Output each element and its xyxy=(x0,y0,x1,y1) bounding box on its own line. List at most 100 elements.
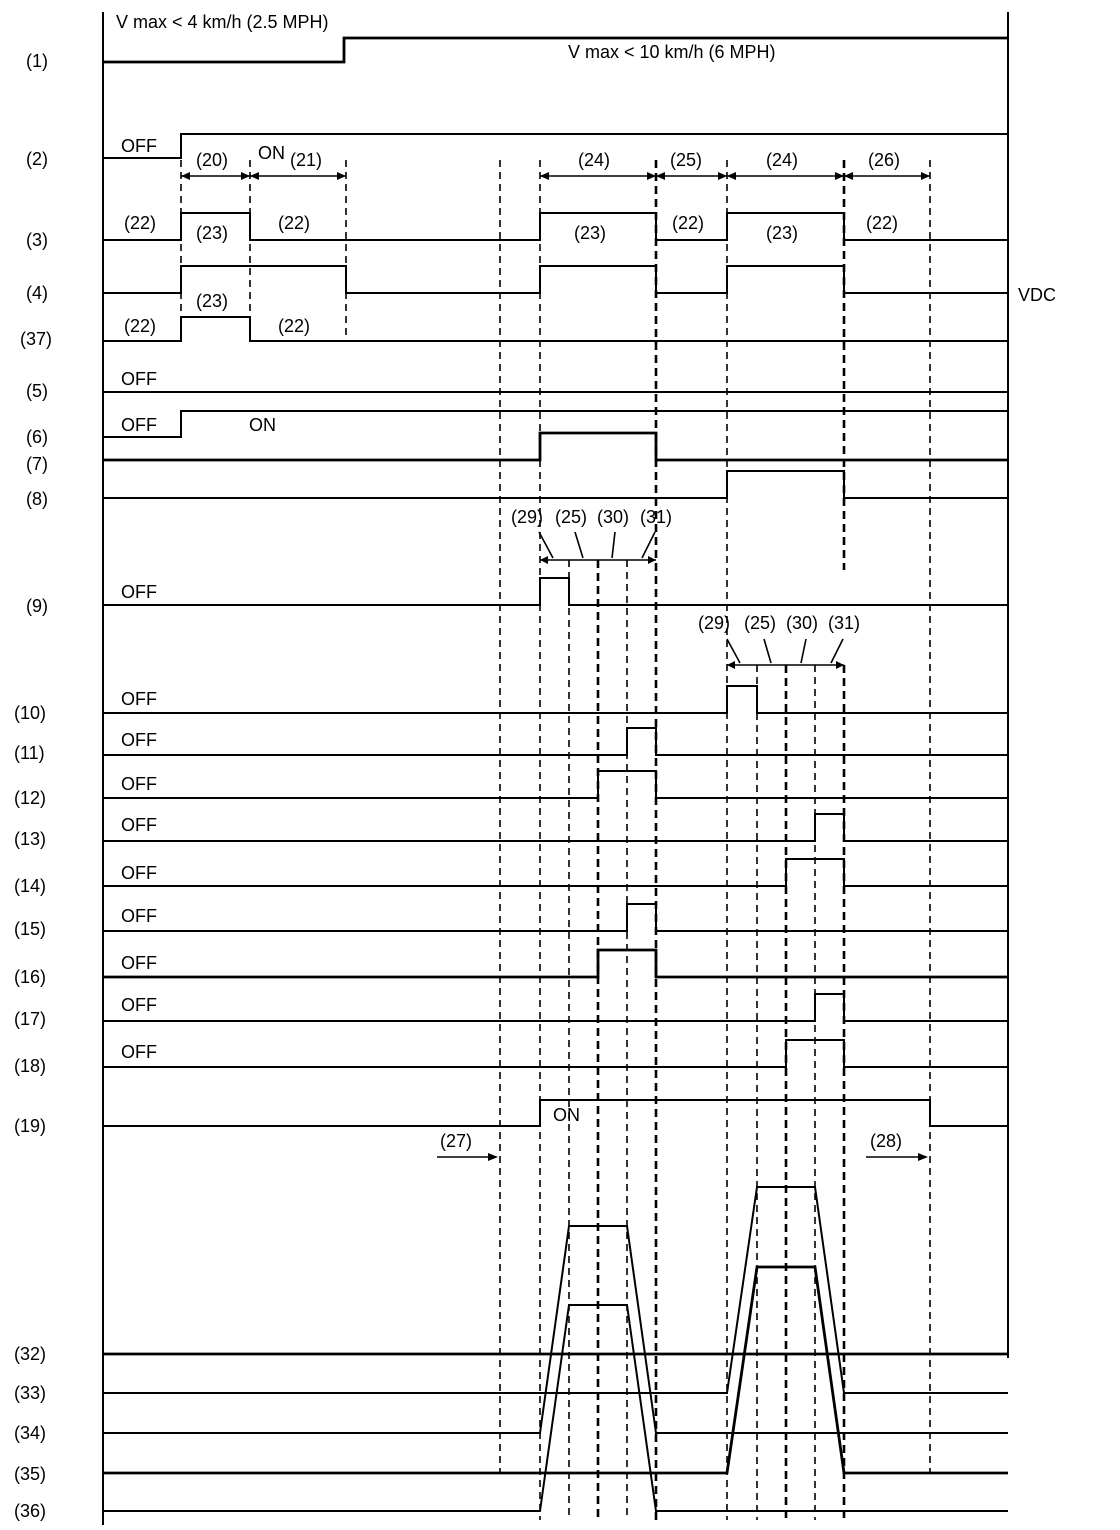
signal-row-18: OFF xyxy=(103,1039,1008,1068)
signal-row-2: OFF ON xyxy=(103,133,1008,163)
row5-off-label: OFF xyxy=(121,369,157,389)
phase-31-label-1: (31) xyxy=(640,507,672,527)
signal-row-16: OFF xyxy=(103,948,1008,979)
row3-state-23b: (23) xyxy=(574,223,606,243)
interval-20-label: (20) xyxy=(196,150,228,170)
row10-off-label: OFF xyxy=(121,689,157,709)
signal-row-33 xyxy=(103,1186,1008,1394)
phase-31-label-2: (31) xyxy=(828,613,860,633)
phase-25-label-2: (25) xyxy=(744,613,776,633)
signal-row-13: OFF xyxy=(103,813,1008,842)
signal-row-36 xyxy=(103,1304,1008,1512)
signal-row-7 xyxy=(103,431,1008,462)
row-label-36: (36) xyxy=(14,1501,46,1521)
row-label-33: (33) xyxy=(14,1383,46,1403)
phase-annotations-2: (29) (25) (30) (31) xyxy=(698,613,860,669)
row-label-12: (12) xyxy=(14,788,46,808)
signal-row-17: OFF xyxy=(103,993,1008,1022)
phase-29-label-2: (29) xyxy=(698,613,730,633)
interval-25-label: (25) xyxy=(670,150,702,170)
speed-limit-high-label: V max < 10 km/h (6 MPH) xyxy=(568,42,776,62)
signal-row-11: OFF xyxy=(103,727,1008,756)
row-label-3: (3) xyxy=(26,230,48,250)
speed-limit-low-label: V max < 4 km/h (2.5 MPH) xyxy=(116,12,329,32)
signal-row-14: OFF xyxy=(103,858,1008,887)
signal-row-34 xyxy=(103,1225,1008,1434)
signal-row-10: OFF xyxy=(103,685,1008,714)
row-label-6: (6) xyxy=(26,427,48,447)
event-markers: (27) (28) xyxy=(437,1131,928,1161)
row16-off-label: OFF xyxy=(121,953,157,973)
row-label-15: (15) xyxy=(14,919,46,939)
row14-off-label: OFF xyxy=(121,863,157,883)
row-label-1: (1) xyxy=(26,51,48,71)
phase-annotations-1: (29) (25) (30) (31) xyxy=(511,507,672,564)
row2-off-label: OFF xyxy=(121,136,157,156)
row-label-13: (13) xyxy=(14,829,46,849)
row3-state-22b: (22) xyxy=(278,213,310,233)
signal-row-4: VDC xyxy=(103,265,1056,305)
timing-guides xyxy=(180,160,931,1520)
row-label-9: (9) xyxy=(26,596,48,616)
row-label-19: (19) xyxy=(14,1116,46,1136)
phase-30-label-2: (30) xyxy=(786,613,818,633)
interval-26-label: (26) xyxy=(868,150,900,170)
row-label-11: (11) xyxy=(14,743,45,763)
row12-off-label: OFF xyxy=(121,774,157,794)
row-labels: (1) (2) (3) (4) (37) (5) (6) (7) (8) (9)… xyxy=(14,51,52,1521)
signal-row-37: (22) (23) (22) xyxy=(103,291,1008,342)
signal-row-15: OFF xyxy=(103,903,1008,932)
marker-27-label: (27) xyxy=(440,1131,472,1151)
row19-on-label: ON xyxy=(553,1105,580,1125)
row6-off-label: OFF xyxy=(121,415,157,435)
signal-row-35 xyxy=(103,1265,1008,1475)
signal-row-6: OFF ON xyxy=(103,410,1008,438)
row-label-5: (5) xyxy=(26,381,48,401)
row15-off-label: OFF xyxy=(121,906,157,926)
row-label-16: (16) xyxy=(14,967,46,987)
phase-25-label-1: (25) xyxy=(555,507,587,527)
row9-off-label: OFF xyxy=(121,582,157,602)
row-label-2: (2) xyxy=(26,149,48,169)
phase-29-label-1: (29) xyxy=(511,507,543,527)
row3-state-22d: (22) xyxy=(866,213,898,233)
row-label-35: (35) xyxy=(14,1464,46,1484)
row-label-14: (14) xyxy=(14,876,46,896)
interval-24a-label: (24) xyxy=(578,150,610,170)
signal-row-5: OFF xyxy=(103,369,1008,393)
row-label-34: (34) xyxy=(14,1423,46,1443)
vdc-label: VDC xyxy=(1018,285,1056,305)
row3-state-22a: (22) xyxy=(124,213,156,233)
row-label-10: (10) xyxy=(14,703,46,723)
phase-30-label-1: (30) xyxy=(597,507,629,527)
interval-21-label: (21) xyxy=(290,150,322,170)
signal-row-9: OFF xyxy=(103,577,1008,606)
row18-off-label: OFF xyxy=(121,1042,157,1062)
signal-row-8 xyxy=(103,470,1008,499)
row-label-32: (32) xyxy=(14,1344,46,1364)
row11-off-label: OFF xyxy=(121,730,157,750)
signal-row-1: V max < 4 km/h (2.5 MPH) V max < 10 km/h… xyxy=(103,12,1008,64)
row37-state-23: (23) xyxy=(196,291,228,311)
row-label-4: (4) xyxy=(26,283,48,303)
marker-28-label: (28) xyxy=(870,1131,902,1151)
row-label-7: (7) xyxy=(26,454,48,474)
row-label-37: (37) xyxy=(20,329,52,349)
row37-state-22a: (22) xyxy=(124,316,156,336)
interval-arrows: (20) (21) (24) (25) (24) (26) xyxy=(181,150,930,180)
signal-row-19: ON xyxy=(103,1099,1008,1127)
row-label-18: (18) xyxy=(14,1056,46,1076)
signal-row-3: (22) (23) (22) (23) (22) (23) (22) xyxy=(103,212,1008,243)
row37-state-22b: (22) xyxy=(278,316,310,336)
row13-off-label: OFF xyxy=(121,815,157,835)
row6-on-label: ON xyxy=(249,415,276,435)
row-label-17: (17) xyxy=(14,1009,46,1029)
row3-state-22c: (22) xyxy=(672,213,704,233)
row3-state-23c: (23) xyxy=(766,223,798,243)
row3-state-23a: (23) xyxy=(196,223,228,243)
interval-24b-label: (24) xyxy=(766,150,798,170)
signal-row-12: OFF xyxy=(103,770,1008,799)
row-label-8: (8) xyxy=(26,489,48,509)
row17-off-label: OFF xyxy=(121,995,157,1015)
